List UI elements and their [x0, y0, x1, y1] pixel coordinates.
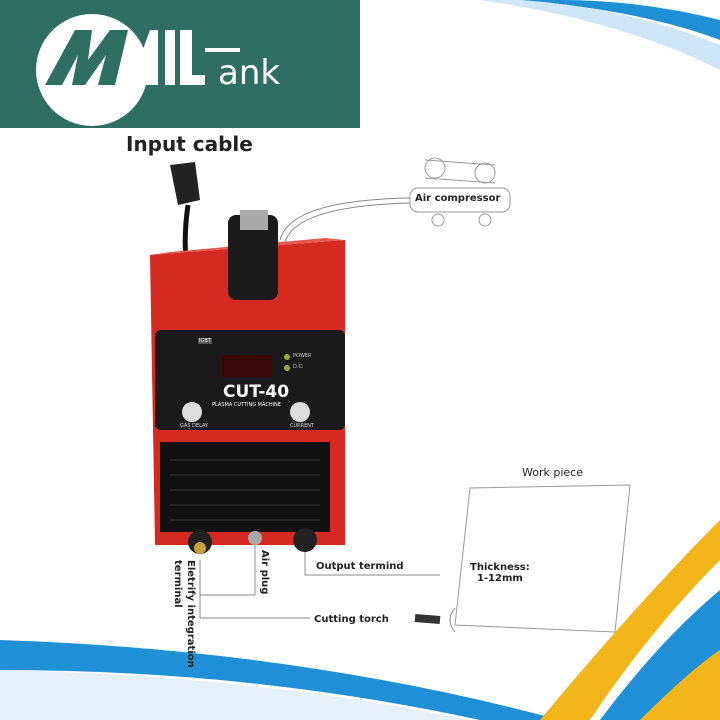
cutting-torch-label: Cutting torch	[314, 614, 389, 625]
gas-delay-label: GAS DELAY	[180, 423, 209, 429]
right-swoosh-yellow	[540, 520, 720, 720]
machine-model: CUT-40	[223, 382, 290, 402]
electrify-terminal-line2: terminal	[172, 560, 183, 608]
current-label: CURRENT	[290, 423, 315, 429]
brand-logo: ank	[36, 14, 280, 126]
right-swoosh-yellow2	[640, 650, 720, 720]
electrify-terminal-line1: Eletrify integration	[185, 560, 196, 668]
machine-subtitle: PLASMA CUTTING MACHINE	[212, 402, 281, 408]
dc-indicator-label: D.C.	[293, 364, 304, 370]
igbt-badge: IGBT	[198, 338, 212, 344]
top-swoosh-blue	[520, 0, 720, 40]
bottom-swoosh-blue	[0, 640, 560, 720]
thickness-value: 1-12mm	[476, 573, 523, 584]
electrify-terminal-label: Eletrify integration terminal	[171, 560, 197, 668]
thickness-title: Thickness:	[470, 562, 530, 573]
bottom-swoosh-light	[0, 670, 470, 720]
power-indicator-label: POWER	[293, 353, 312, 359]
svg-text:ank: ank	[218, 53, 280, 93]
work-piece-label: Work piece	[522, 466, 583, 479]
air-compressor-label: Air compressor	[415, 193, 501, 204]
air-plug-label: Air plug	[259, 550, 270, 595]
plasma-cutter-machine	[150, 210, 345, 554]
air-compressor-icon	[409, 157, 511, 227]
top-swoosh-light	[480, 0, 720, 70]
output-terminal-label: Output termind	[316, 561, 404, 572]
brand-logo-banner: ank	[0, 0, 360, 128]
thickness-label: Thickness: 1-12mm	[470, 562, 530, 584]
input-cable-label: Input cable	[126, 132, 253, 156]
